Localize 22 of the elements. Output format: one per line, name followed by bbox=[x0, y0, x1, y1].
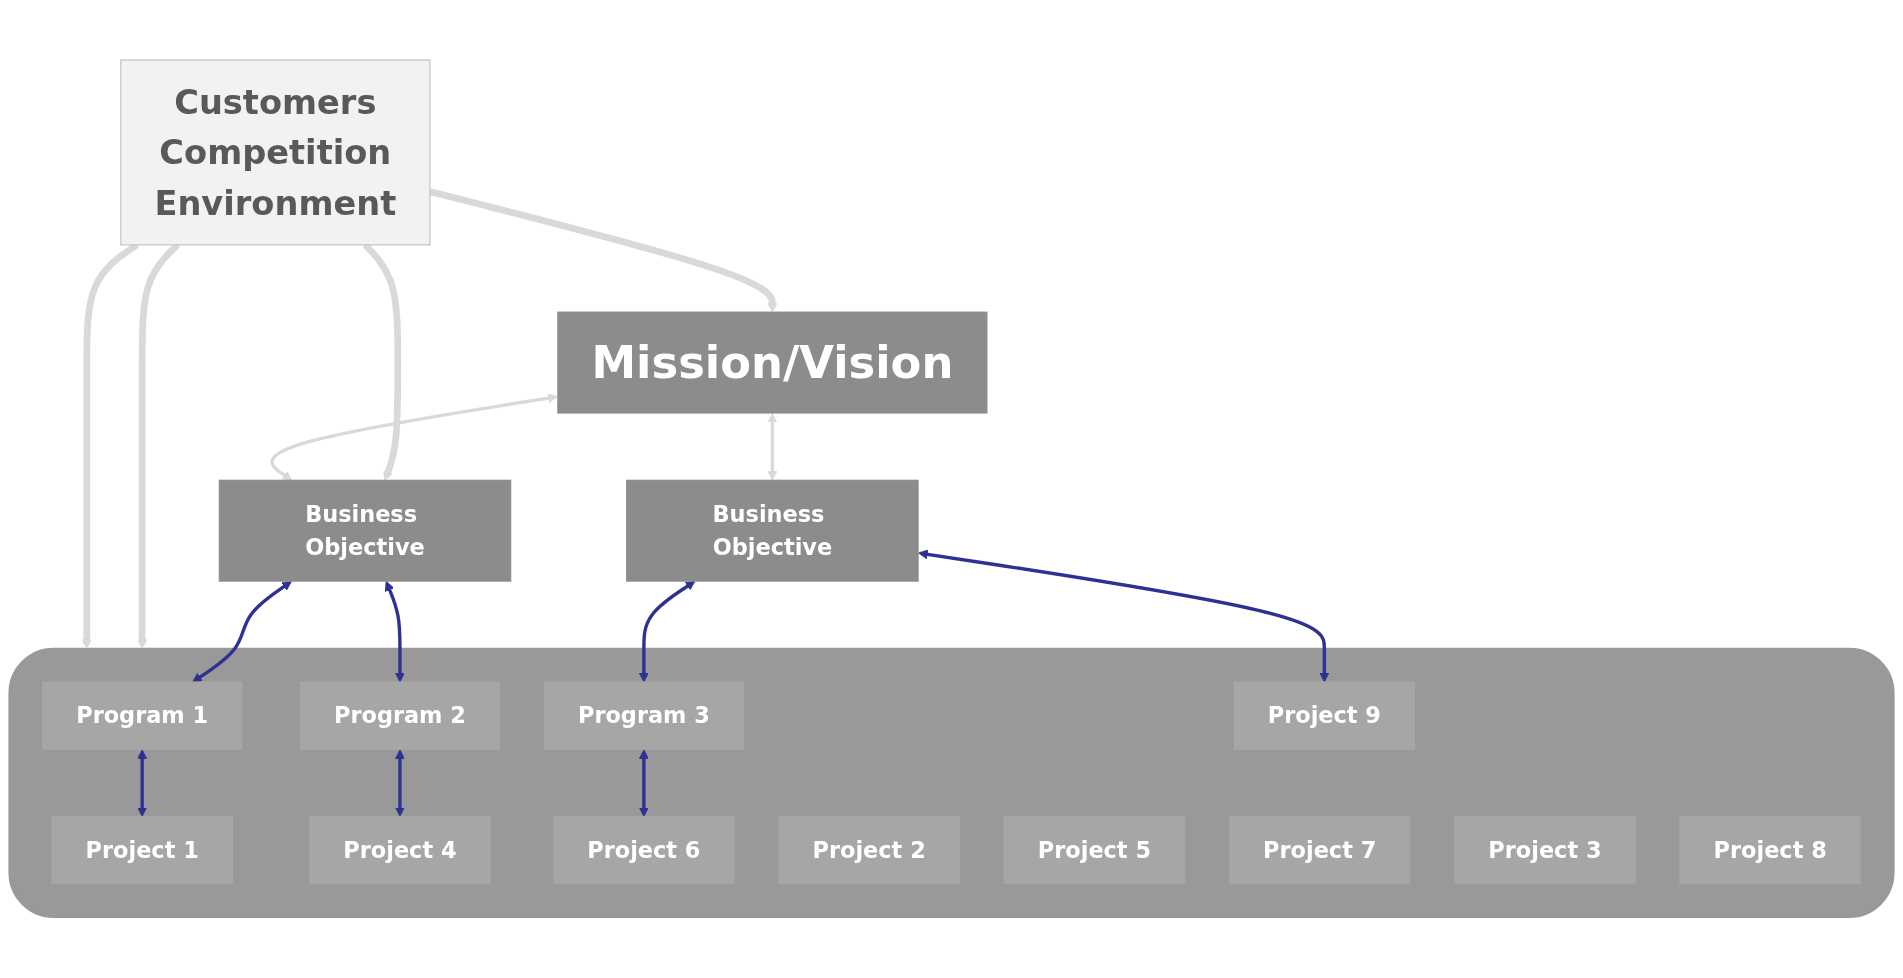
arrow bbox=[767, 413, 778, 482]
node-box: Business Objective bbox=[218, 480, 512, 582]
arrow bbox=[918, 549, 1330, 683]
node-box: Project 1 bbox=[51, 816, 233, 885]
node-box: Customers Competition Environment bbox=[120, 59, 431, 246]
arrow bbox=[270, 393, 558, 482]
arrow bbox=[192, 581, 292, 683]
node-box: Program 3 bbox=[543, 681, 744, 751]
node-box: Project 6 bbox=[553, 816, 735, 885]
arrow bbox=[385, 581, 405, 683]
arrow bbox=[638, 581, 696, 683]
arrow bbox=[137, 749, 148, 818]
node-box: Project 4 bbox=[309, 816, 491, 885]
node-box: Business Objective bbox=[626, 480, 919, 582]
node-box: Program 1 bbox=[42, 681, 243, 751]
arrow bbox=[638, 749, 649, 818]
cluster bbox=[8, 648, 1895, 919]
arrow bbox=[429, 188, 778, 313]
node-box: Program 2 bbox=[299, 681, 501, 751]
arrow bbox=[395, 749, 405, 818]
node-box: Mission/Vision bbox=[557, 311, 988, 414]
node-box: Project 9 bbox=[1233, 681, 1416, 751]
